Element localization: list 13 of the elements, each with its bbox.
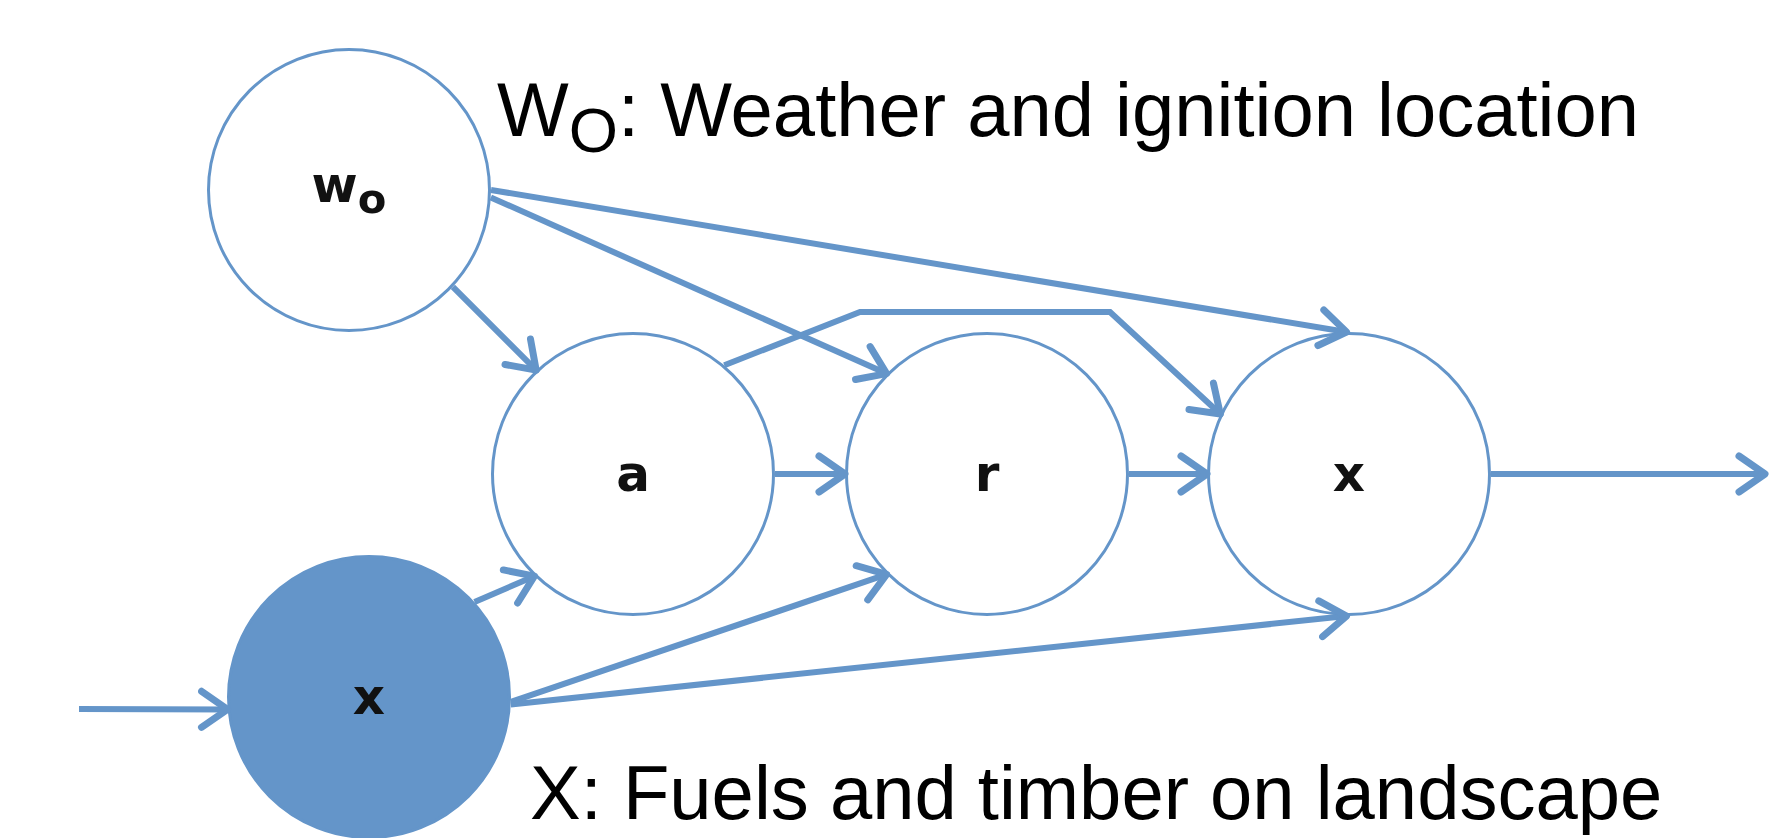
variable-label: r [974,449,1000,499]
arrow [1491,452,1769,496]
arrow [450,284,540,374]
variable-caption: W$_{O}$: Weather and ignition location [497,72,1640,163]
arrow [510,597,1350,708]
arrow [490,187,1350,349]
arrow [473,566,538,607]
variable-label: x [1332,449,1366,499]
variable-label: a [616,449,650,499]
variable-label: w$_{o}$ [311,160,387,220]
arrow [723,309,1224,418]
arrow [489,194,891,383]
variable-label: x [352,672,386,722]
